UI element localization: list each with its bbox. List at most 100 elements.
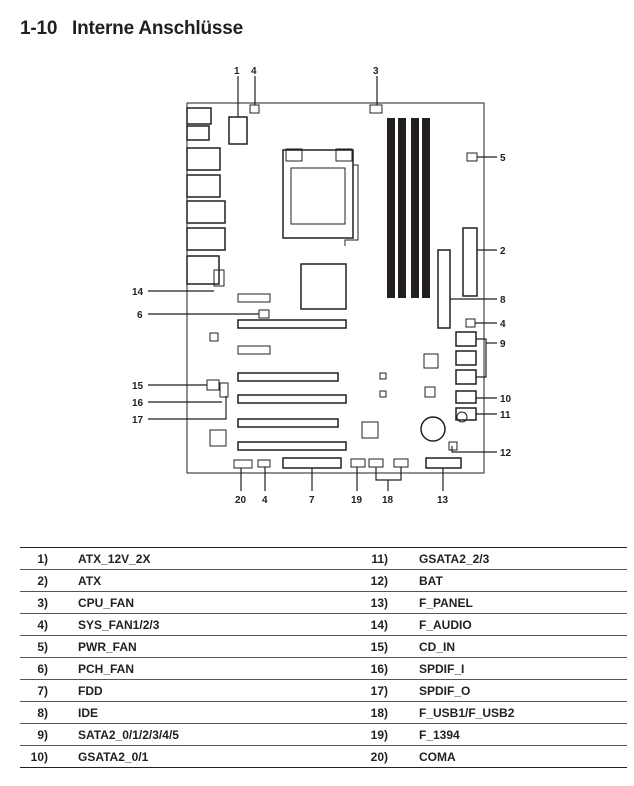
legend-name: SPDIF_I <box>388 657 627 680</box>
section-title: Interne Anschlüsse <box>72 18 243 39</box>
legend-row: 5) PWR_FAN 15) CD_IN <box>20 635 627 658</box>
legend-row: 7) FDD 17) SPDIF_O <box>20 679 627 702</box>
callout-number: 18 <box>382 495 394 506</box>
pcie-x1-slot <box>237 293 271 303</box>
legend-number: 3) <box>20 591 48 614</box>
fusb-header <box>368 458 384 468</box>
callout-number: 2 <box>500 246 506 257</box>
fusb-header <box>393 458 409 468</box>
chip <box>379 372 387 380</box>
callout-number: 20 <box>235 495 247 506</box>
legend-name: COMA <box>388 745 627 768</box>
faudio-header <box>213 269 225 287</box>
callout-number: 11 <box>500 410 511 421</box>
legend-number: 8) <box>20 701 48 724</box>
legend-number: 11) <box>348 547 388 570</box>
callout-number: 10 <box>500 394 512 405</box>
legend-number: 7) <box>20 679 48 702</box>
cdin-header <box>206 379 220 391</box>
callout-number: 4 <box>251 66 257 77</box>
fpanel-header <box>425 457 462 469</box>
legend-name: GSATA2_2/3 <box>388 547 627 570</box>
leader-line <box>148 396 227 420</box>
dimm-slot <box>411 118 419 298</box>
io-block <box>186 200 226 224</box>
legend-row: 10) GSATA2_0/1 20) COMA <box>20 745 627 768</box>
legend-row: 1) ATX_12V_2X 11) GSATA2_2/3 <box>20 547 627 570</box>
callout-number: 4 <box>500 319 506 330</box>
cpu-lever <box>344 164 359 246</box>
atx-connector <box>462 227 478 297</box>
sata-port <box>455 369 477 385</box>
callout-number: 13 <box>437 495 449 506</box>
fdd-connector <box>282 457 342 469</box>
pci-slot <box>237 418 339 428</box>
io-block <box>186 174 221 198</box>
legend-name: PWR_FAN <box>48 635 348 658</box>
cpu-latch <box>285 148 303 162</box>
legend-name: BAT <box>388 569 627 592</box>
callout-number: 3 <box>373 66 379 77</box>
callout-number: 15 <box>132 381 144 392</box>
ide-connector <box>437 249 451 329</box>
sys-fan-header <box>249 104 260 114</box>
pch-fan-header <box>258 309 270 319</box>
legend-name: CD_IN <box>388 635 627 658</box>
legend-name: GSATA2_0/1 <box>48 745 348 768</box>
callout-number: 1 <box>234 66 240 77</box>
spdif-header <box>219 382 229 398</box>
cpu-socket <box>282 149 354 239</box>
connector-legend-table: 1) ATX_12V_2X 11) GSATA2_2/3 2) ATX 12) … <box>20 547 627 768</box>
cpu-latch <box>335 148 353 162</box>
chip <box>423 353 439 369</box>
callout-number: 8 <box>500 295 506 306</box>
sata-port <box>455 331 477 347</box>
pcie-x16-slot <box>237 394 347 404</box>
legend-number: 16) <box>348 657 388 680</box>
legend-number: 1) <box>20 547 48 570</box>
io-block <box>186 125 210 141</box>
chip <box>424 386 436 398</box>
board-outline <box>186 102 485 474</box>
legend-number: 17) <box>348 679 388 702</box>
callout-number: 6 <box>137 310 143 321</box>
legend-row: 4) SYS_FAN1/2/3 14) F_AUDIO <box>20 613 627 636</box>
legend-number: 13) <box>348 591 388 614</box>
callout-number: 17 <box>132 415 144 426</box>
callout-number: 16 <box>132 398 144 409</box>
capacitor <box>456 411 468 423</box>
chip <box>379 390 387 398</box>
atx12v-connector <box>228 116 248 145</box>
legend-name: PCH_FAN <box>48 657 348 680</box>
callout-number: 4 <box>262 495 268 506</box>
battery <box>420 416 446 442</box>
callout-number: 9 <box>500 339 506 350</box>
legend-number: 5) <box>20 635 48 658</box>
legend-name: SPDIF_O <box>388 679 627 702</box>
sys-fan-header <box>257 459 271 468</box>
dimm-slot <box>387 118 395 298</box>
sys-fan-header <box>465 318 476 328</box>
legend-name: ATX_12V_2X <box>48 547 348 570</box>
legend-row: 3) CPU_FAN 13) F_PANEL <box>20 591 627 614</box>
bat-jumper <box>448 441 458 451</box>
legend-name: SATA2_0/1/2/3/4/5 <box>48 723 348 746</box>
gsata-port <box>455 390 477 404</box>
pcie-x1-slot <box>237 345 271 355</box>
dimm-slot <box>398 118 406 298</box>
legend-number: 20) <box>348 745 388 768</box>
pcie-x16-slot <box>237 441 347 451</box>
legend-row: 9) SATA2_0/1/2/3/4/5 19) F_1394 <box>20 723 627 746</box>
motherboard-diagram: 1 4 3 5 2 8 4 9 10 11 12 13 18 19 7 4 20… <box>132 66 512 506</box>
legend-row: 2) ATX 12) BAT <box>20 569 627 592</box>
legend-number: 18) <box>348 701 388 724</box>
chipset <box>300 263 347 310</box>
cpu-fan-header <box>369 104 383 114</box>
callout-number: 19 <box>351 495 363 506</box>
legend-name: F_PANEL <box>388 591 627 614</box>
section-number: 1-10 <box>20 18 58 39</box>
chip <box>209 332 219 342</box>
io-block <box>186 107 212 125</box>
pwr-fan-header <box>466 152 478 162</box>
legend-number: 12) <box>348 569 388 592</box>
